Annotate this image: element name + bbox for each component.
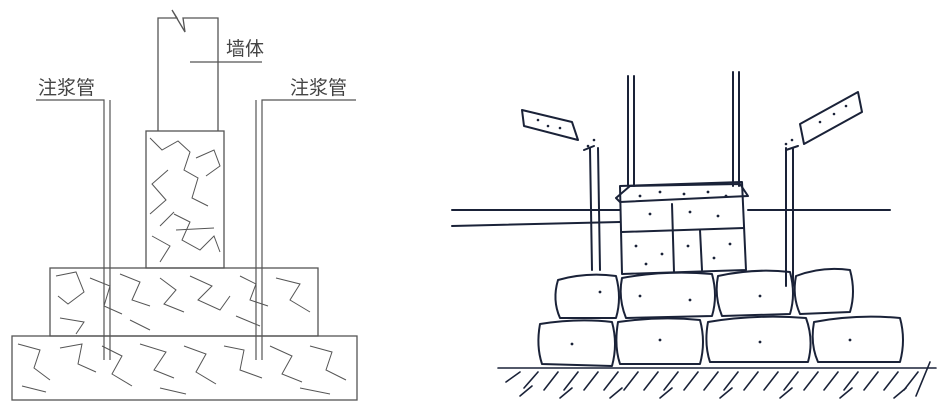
sketch-horizontal-rods	[451, 209, 891, 227]
wall-outline	[157, 9, 219, 131]
sketch-steel-bars	[627, 71, 740, 187]
wall-label: 墙体	[226, 38, 264, 60]
sketch-stipple	[536, 104, 852, 346]
technical-section-drawing	[11, 9, 358, 401]
sketch-pier-block	[615, 181, 749, 275]
middle-course-stones	[554, 267, 854, 319]
grout-pipe-left	[36, 99, 111, 360]
grout-pipe-right-label: 注浆管	[290, 77, 347, 99]
sketch-nozzle-right	[785, 91, 863, 151]
ground-hatching	[497, 361, 937, 399]
grout-pipe-left-label: 注浆管	[38, 77, 95, 99]
bottom-footing	[11, 335, 358, 401]
hand-sketch-drawing	[451, 71, 937, 399]
sketch-nozzle-left	[521, 109, 595, 151]
middle-stone-pattern	[55, 271, 311, 335]
bottom-course-stones	[537, 315, 904, 367]
grout-pipe-right	[255, 99, 356, 360]
bottom-stone-pattern	[17, 343, 347, 395]
pier-stone-pattern	[149, 137, 221, 263]
pier-block	[145, 130, 225, 269]
